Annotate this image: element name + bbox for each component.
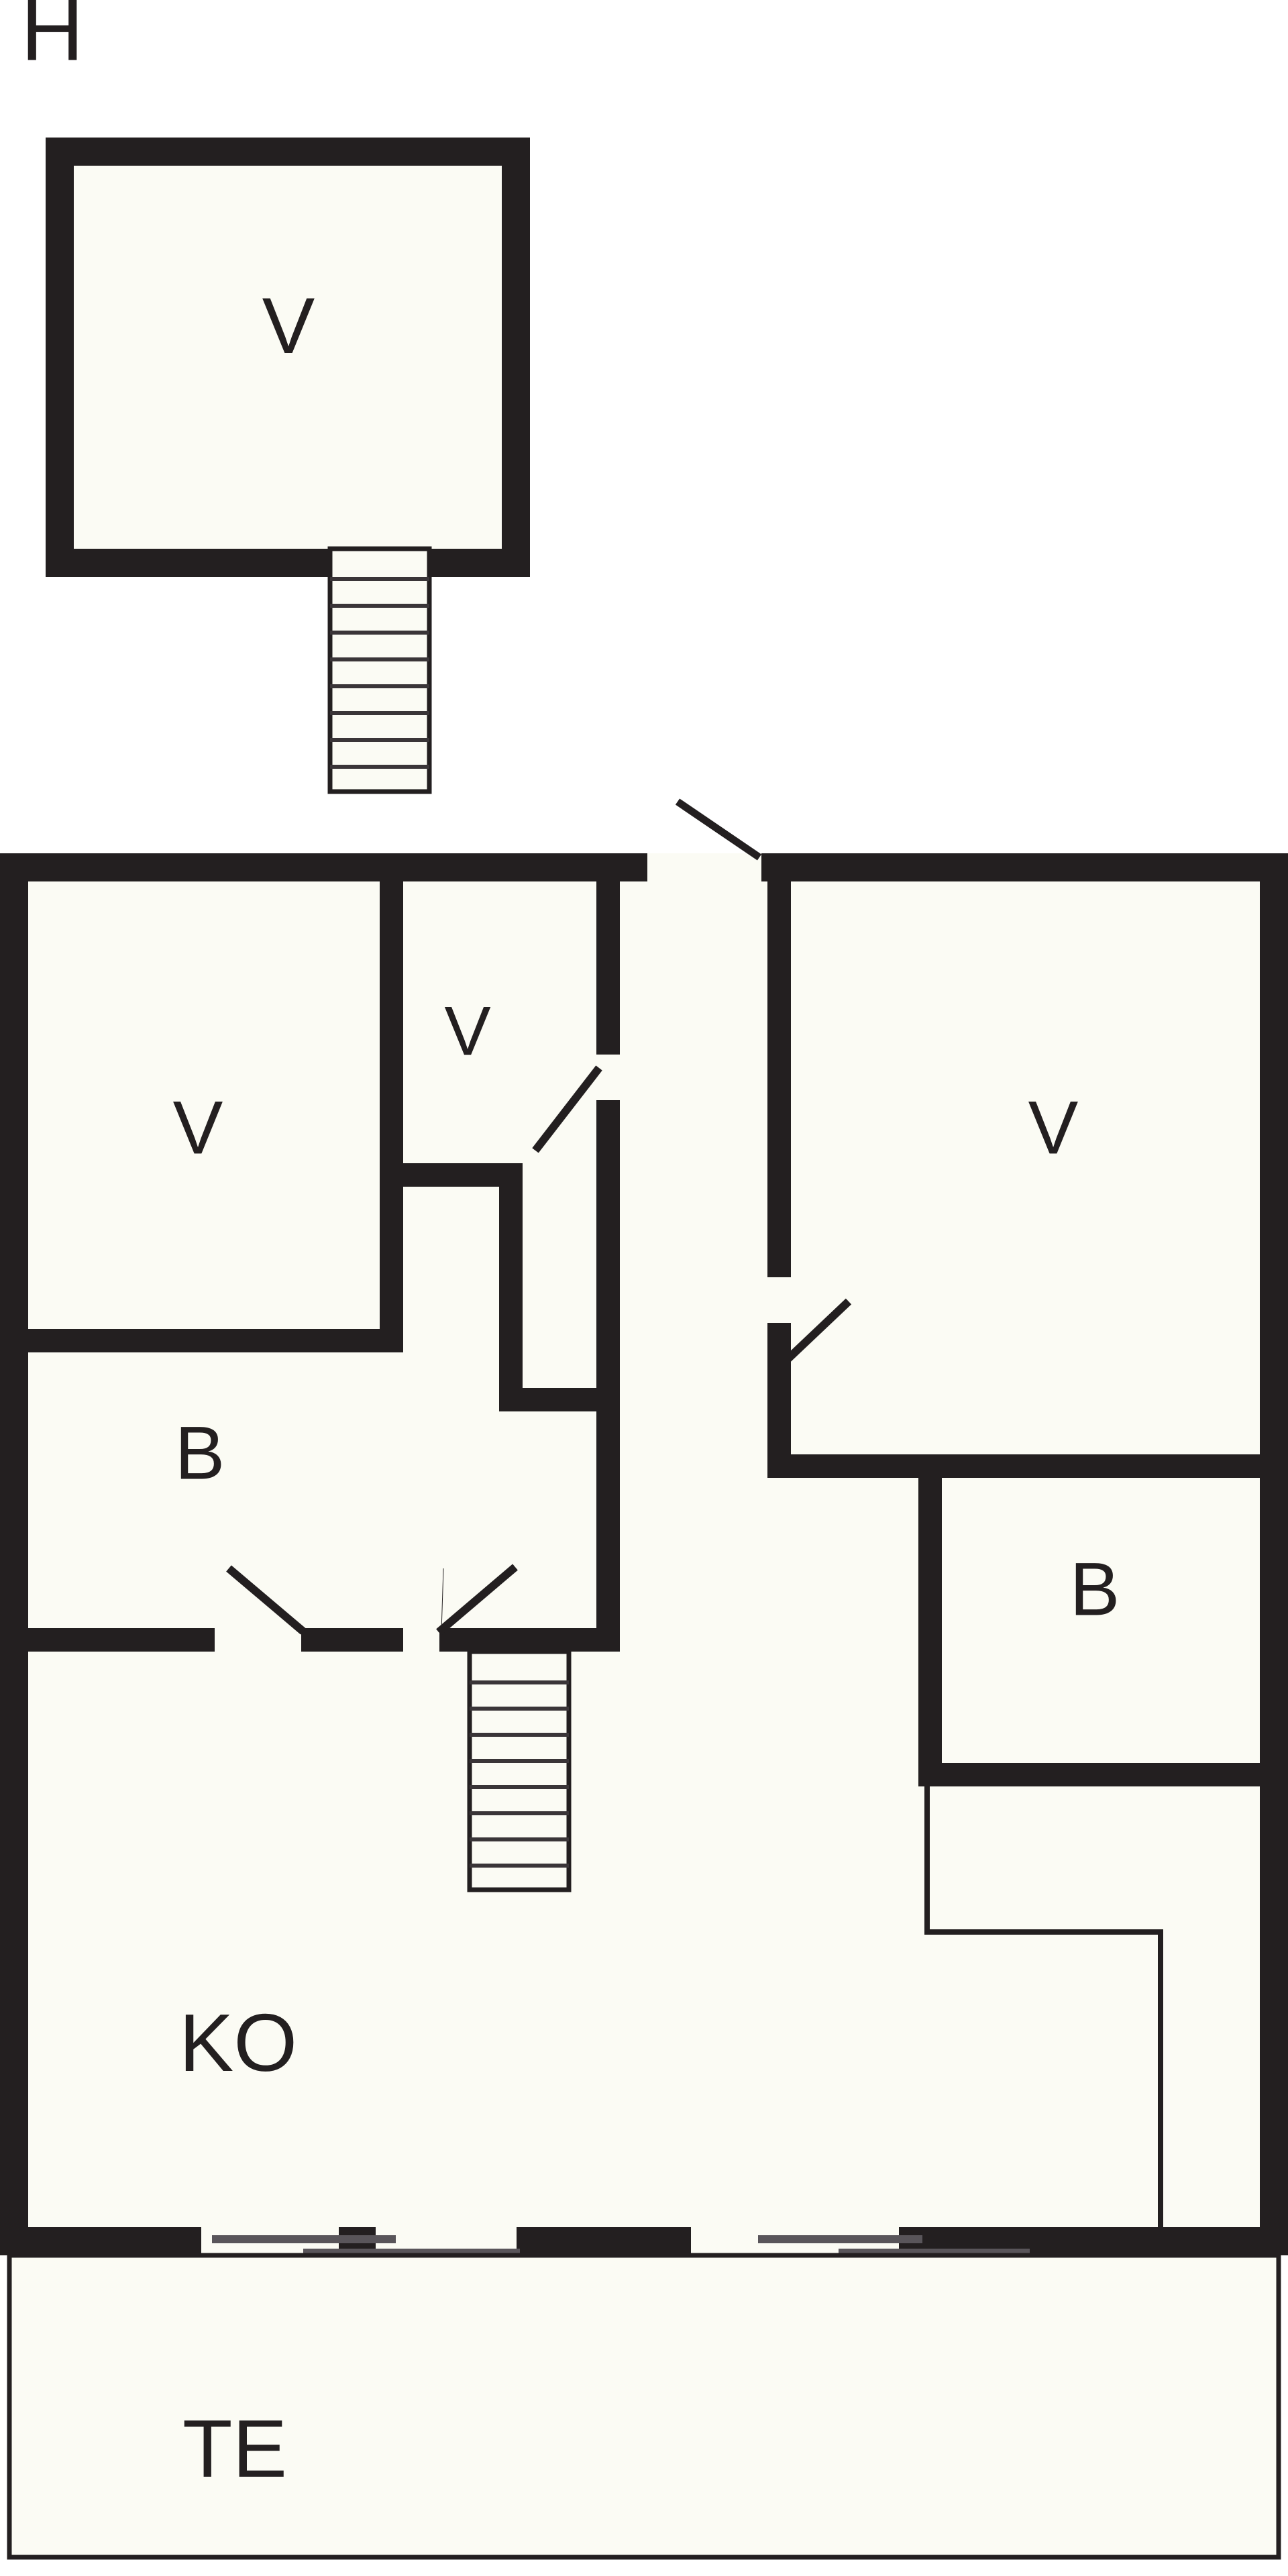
wall-right-bedroom-bottom <box>767 1454 1260 1478</box>
wall-bottom-segment-left <box>0 2227 201 2255</box>
room-label-bedroom-right: V <box>1028 1086 1079 1170</box>
upper-staircase-outline <box>327 546 432 794</box>
wall-bath-left-top <box>28 1329 403 1352</box>
wall-bedroom-middle-bottom <box>380 1163 499 1187</box>
wall-bedroom-middle-right-lower <box>596 1100 620 1649</box>
room-label-kitchen-living: KO <box>179 1997 297 2088</box>
door-leaf-bedroom-right <box>782 1298 852 1365</box>
upper-floor-interior <box>74 166 502 549</box>
wall-bedroom-left-right <box>380 881 403 1352</box>
upper-floor-marker: H <box>21 0 84 78</box>
room-label-upper-loft: V <box>262 282 315 370</box>
room-label-bath-left: B <box>175 1411 225 1495</box>
ground-staircase-outline <box>467 1649 572 1892</box>
wall-bedroom-middle-right-upper <box>596 881 620 1055</box>
door-leaf-hall <box>436 1564 518 1635</box>
entry-door-opening <box>647 853 761 881</box>
wall-bath-right-bottom <box>918 1763 1260 1786</box>
wall-bedroom-middle-step-vertical <box>499 1163 523 1411</box>
ground-floor-interior <box>28 881 1260 2227</box>
upper-floor-group: H V <box>21 0 530 794</box>
entry-door-leaf <box>675 798 762 861</box>
wall-hall-bottom-right <box>439 1628 620 1652</box>
door-hinge-hall <box>441 1568 444 1632</box>
door-leaf-bedroom-middle <box>532 1065 602 1153</box>
ground-floor-group: V V V B B KO TE <box>0 798 1288 2560</box>
wall-bedroom-middle-step-bottom <box>499 1388 606 1411</box>
wall-bath-left-bottom-stub <box>301 1628 403 1652</box>
room-label-bath-right: B <box>1070 1548 1120 1631</box>
wall-right-bedroom-left-upper <box>767 881 791 1277</box>
room-label-bedroom-middle: V <box>444 992 490 1070</box>
ground-staircase <box>467 1649 572 1892</box>
room-label-bedroom-left: V <box>173 1086 223 1170</box>
terrace-outline <box>7 2253 1281 2560</box>
wall-right-bedroom-left-lower <box>767 1323 791 1476</box>
room-label-terrace: TE <box>182 2403 287 2494</box>
door-leaf-bath-left <box>226 1565 306 1635</box>
wall-bottom-mullion-3 <box>679 2227 691 2255</box>
fixture-outline-lower-right <box>924 1786 1163 2227</box>
wall-bath-left-bottom-left <box>28 1628 215 1652</box>
upper-staircase <box>327 546 432 794</box>
wall-bath-right-left <box>918 1478 942 1786</box>
